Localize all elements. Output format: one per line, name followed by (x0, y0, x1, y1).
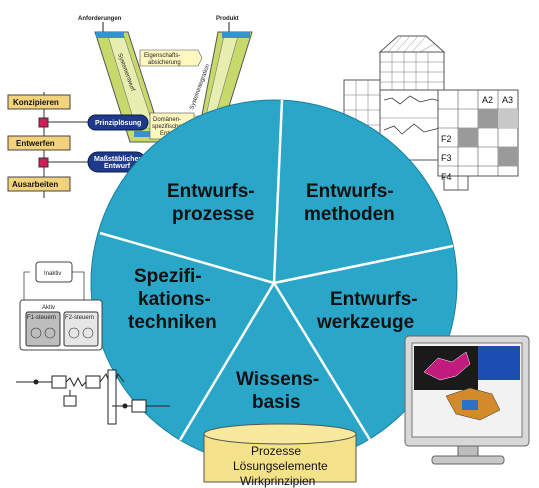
matrix-col-header-a3: A3 (502, 95, 513, 105)
wheel-segment-prozesse: Entwurfs- prozesse (167, 181, 255, 225)
matrix-col-header-a2: A2 (482, 95, 493, 105)
wheel-label-methoden-1: Entwurfs- (306, 181, 394, 202)
matrix-cell-shaded-3 (498, 147, 518, 166)
matrix-tower-lines (380, 52, 444, 90)
wheel-label-methoden-2: methoden (304, 204, 395, 225)
statechart-inaktiv-label: Inaktiv (44, 271, 61, 277)
v-model-top-box-line-1: Eigenschafts- (144, 53, 180, 59)
design-wheel: Entwurfs- prozesse Entwurfs- methoden En… (90, 99, 458, 467)
wheel-label-spezifikation-3: techniken (128, 312, 217, 333)
wheel-label-werkzeuge-2: werkzeuge (316, 312, 414, 333)
matrix-cell-shaded-4 (498, 109, 518, 128)
statechart-arrow-down (23, 271, 30, 300)
wheel-segment-wissensbasis: Wissens- basis (236, 369, 319, 413)
v-model-pill-prinzip-label: Prinziplösung (95, 120, 141, 127)
wheel-dividers (99, 99, 454, 441)
matrix-roof-hatch (387, 35, 435, 53)
wheel-label-spezifikation-2: kations- (138, 289, 211, 310)
database-top (203, 423, 357, 445)
statechart-f2-label: F2-steuern (65, 315, 94, 321)
v-model-bottom-box-line-1: Domänen- (153, 117, 181, 123)
v-model-left-title: Anforderungen (78, 16, 122, 22)
computer-monitor (404, 335, 530, 465)
phase-label-konzipieren: Konzipieren (13, 98, 59, 107)
statechart-aktiv-label: Aktiv (42, 305, 55, 311)
matrix-row-header-f3: F3 (441, 153, 452, 163)
v-model-pill-entwurf-line-1: Maßstäblicher (94, 156, 141, 163)
v-model-pill-entwurf-line-2: Entwurf (104, 163, 131, 170)
monitor-stand-base (431, 455, 505, 465)
phase-marker-2 (38, 157, 49, 168)
v-model-right-title: Produkt (216, 16, 239, 22)
matrix-grid (437, 89, 519, 190)
wheel-label-wissensbasis-2: basis (252, 392, 301, 413)
statechart-arrow-up (72, 271, 85, 301)
matrix-row-header-f4: F4 (441, 172, 452, 182)
matrix-tower (379, 51, 445, 91)
matrix-cell-shaded-1 (478, 109, 498, 128)
matrix-signal-1 (383, 95, 441, 105)
wheel-label-prozesse-1: Entwurfs- (167, 181, 255, 202)
wheel-label-prozesse-2: prozesse (172, 204, 254, 225)
v-model-left-top (96, 32, 124, 38)
monitor-stand-neck (457, 445, 479, 457)
monitor-screen-blue (478, 346, 520, 380)
wheel-label-werkzeuge-1: Entwurfs- (330, 289, 418, 310)
wheel-segment-spezifikation: Spezifi- kations- techniken (128, 266, 217, 333)
v-model-top-box (139, 49, 203, 67)
statechart-f1-loops (30, 327, 56, 339)
phase-box-konzipieren (7, 94, 71, 110)
database-line-3: Wirkprinzipien (240, 474, 315, 488)
monitor-cad-part (423, 351, 471, 381)
matrix-roof (378, 35, 446, 53)
wheel-segment-werkzeuge: Entwurfs- werkzeuge (316, 289, 418, 333)
wheel-label-wissensbasis-1: Wissens- (236, 369, 319, 390)
matrix-cell-shaded-2 (458, 128, 478, 147)
statechart: Inaktiv Aktiv F1-steuern F2-steuern (19, 261, 103, 351)
knowledge-database: Prozesse Lösungselemente Wirkprinzipien (203, 423, 357, 488)
matrix-signal-2 (383, 123, 441, 135)
v-model-right-top (222, 32, 250, 38)
monitor-cad-part-3 (462, 400, 478, 410)
wheel-label-spezifikation-1: Spezifi- (134, 266, 202, 287)
v-model-bottom-box-line-2: spezifischer (152, 124, 184, 130)
database-body (203, 434, 357, 483)
phase-list: Konzipieren Entwerfen Ausarbeiten (7, 92, 88, 198)
phase-label-ausarbeiten: Ausarbeiten (12, 180, 58, 189)
phase-label-entwerfen: Entwerfen (16, 139, 55, 148)
statechart-f2-loops (68, 327, 94, 339)
matrix-row-header-f2: F2 (441, 134, 452, 144)
wheel-segment-methoden: Entwurfs- methoden (304, 181, 395, 225)
phase-box-entwerfen (7, 135, 71, 151)
phase-box-ausarbeiten (7, 176, 71, 192)
database-line-1: Prozesse (251, 444, 301, 458)
mechanical-schematic (16, 369, 170, 425)
database-line-2: Lösungselemente (233, 459, 328, 473)
v-model-top-box-line-2: absicherung (148, 60, 181, 66)
statechart-f1-label: F1-steuern (27, 315, 56, 321)
phase-marker-1 (38, 117, 49, 128)
